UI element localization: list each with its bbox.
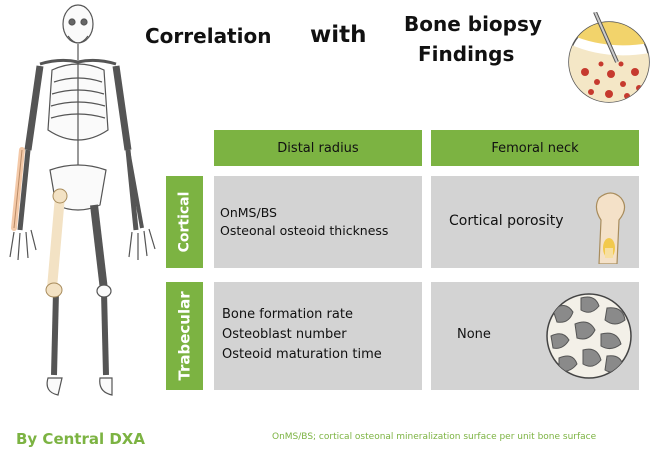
- title-with: with: [310, 22, 367, 48]
- trabecular-bone-icon: [546, 293, 632, 379]
- title-findings: Findings: [418, 42, 515, 66]
- title-correlation: Correlation: [145, 24, 272, 48]
- skeleton-illustration: [9, 4, 156, 396]
- cell-cortical-distal-radius: OnMS/BS Osteonal osteoid thickness: [214, 176, 422, 268]
- cell-trabecular-distal-radius: Bone formation rate Osteoblast number Os…: [214, 282, 422, 390]
- cell-text-osteoid-maturation-time: Osteoid maturation time: [222, 347, 382, 362]
- col-header-femoral-neck: Femoral neck: [431, 130, 639, 166]
- footer-credit: By Central DXA: [16, 430, 145, 448]
- cell-text-osteonal-osteoid-thickness: Osteonal osteoid thickness: [220, 223, 389, 238]
- title-bone-biopsy: Bone biopsy: [404, 12, 542, 36]
- footer-note: OnMS/BS; cortical osteonal mineralizatio…: [272, 432, 597, 442]
- col-header-distal-radius: Distal radius: [214, 130, 422, 166]
- row-header-cortical-label: Cortical: [176, 191, 193, 253]
- row-header-trabecular-label: Trabecular: [175, 291, 194, 381]
- bone-biopsy-icon: [568, 12, 650, 103]
- cell-text-none: None: [457, 327, 491, 342]
- row-header-cortical: Cortical: [166, 176, 203, 268]
- cell-text-bone-formation-rate: Bone formation rate: [222, 307, 353, 322]
- cell-trabecular-femoral-neck: None: [431, 282, 639, 390]
- cell-text-osteoblast-number: Osteoblast number: [222, 327, 347, 342]
- row-header-trabecular: Trabecular: [166, 282, 203, 390]
- cell-cortical-femoral-neck: Cortical porosity: [431, 176, 639, 268]
- femoral-neck-bone-icon: [595, 192, 626, 264]
- cell-text-onms-bs: OnMS/BS: [220, 205, 277, 220]
- cell-text-cortical-porosity: Cortical porosity: [449, 213, 564, 229]
